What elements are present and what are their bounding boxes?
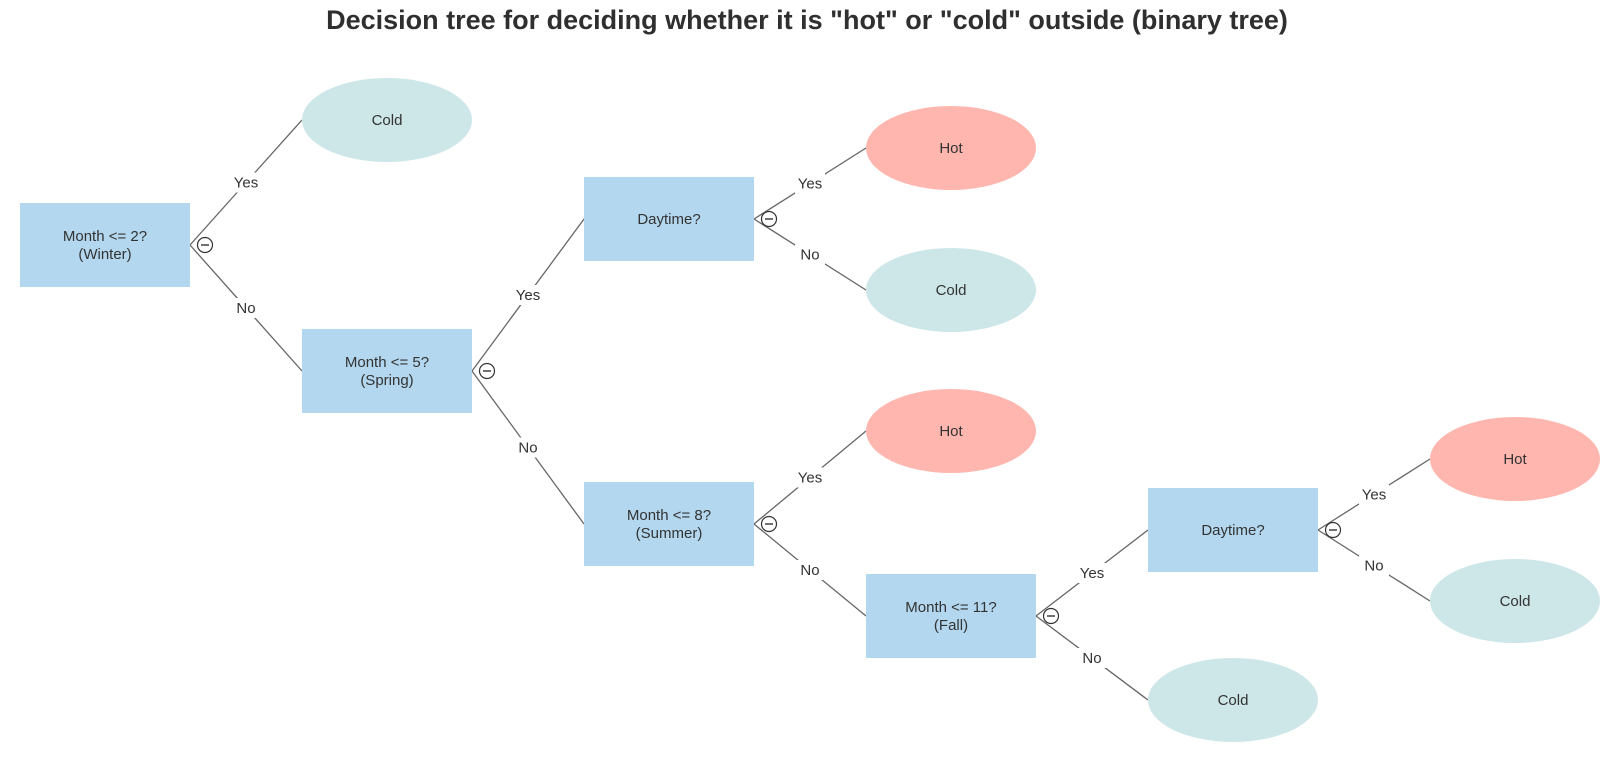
edge-label-no: No (800, 562, 819, 579)
node-label-line: Month <= 11? (905, 599, 996, 616)
decision-node-summer: Month <= 8?(Summer) (584, 482, 754, 566)
decision-box (584, 482, 754, 566)
node-label-line: Cold (1218, 692, 1249, 709)
edge-label-yes: Yes (1362, 487, 1386, 504)
collapse-minus-icon[interactable] (760, 210, 778, 228)
edge-label-no: No (236, 300, 255, 317)
cold-outcome-ellipse (866, 248, 1036, 332)
outcome-node-fall-day-no: Cold (1430, 559, 1600, 643)
node-label-line: Cold (372, 112, 403, 129)
node-label-line: Daytime? (637, 211, 700, 228)
cold-outcome-ellipse (1148, 658, 1318, 742)
edge-label-background (1077, 648, 1107, 668)
outcome-node-winter-yes: Cold (302, 78, 472, 162)
edge-label-no: No (800, 247, 819, 264)
node-label-line: (Spring) (360, 372, 413, 389)
node-label-line: Month <= 5? (345, 354, 429, 371)
edge-label-background (795, 244, 825, 265)
edge-label-background (513, 285, 543, 305)
node-label-line: Cold (1500, 593, 1531, 610)
edge-label-background (231, 172, 261, 193)
node-label-line: Month <= 8? (627, 507, 711, 524)
node-label-line: (Winter) (78, 246, 131, 263)
decision-box (584, 177, 754, 261)
edge-label-yes: Yes (798, 176, 822, 193)
edge-label-background (795, 467, 825, 488)
node-label-line: Month <= 2? (63, 228, 147, 245)
edge-label-yes: Yes (1080, 565, 1104, 582)
edge-label-no: No (1082, 650, 1101, 667)
edge-label-background (231, 298, 261, 318)
edge-label-yes: Yes (234, 175, 258, 192)
decision-node-daytime-spring: Daytime? (584, 177, 754, 261)
collapse-minus-icon[interactable] (478, 362, 496, 380)
node-label-line: (Summer) (636, 525, 703, 542)
diagram-title: Decision tree for deciding whether it is… (326, 5, 1288, 35)
decision-box (20, 203, 190, 287)
collapse-minus-icon[interactable] (1324, 521, 1342, 539)
node-label-line: Hot (1503, 451, 1527, 468)
edge-label-background (513, 437, 543, 458)
collapse-minus-icon[interactable] (196, 236, 214, 254)
node-label-line: Cold (936, 282, 967, 299)
outcome-node-summer-yes: Hot (866, 389, 1036, 473)
collapse-minus-icon[interactable] (1042, 607, 1060, 625)
node-label-line: (Fall) (934, 617, 968, 634)
decision-node-daytime-fall: Daytime? (1148, 488, 1318, 572)
hot-outcome-ellipse (1430, 417, 1600, 501)
cold-outcome-ellipse (302, 78, 472, 162)
decision-node-fall: Month <= 11?(Fall) (866, 574, 1036, 658)
edge-label-background (1077, 563, 1107, 583)
toggles-layer (196, 210, 1342, 625)
node-label-line: Daytime? (1201, 522, 1264, 539)
node-label-line: Hot (939, 140, 963, 157)
edge-label-background (795, 173, 825, 194)
edge-label-no: No (518, 440, 537, 457)
collapse-minus-icon[interactable] (760, 515, 778, 533)
edge-label-no: No (1364, 558, 1383, 575)
decision-node-winter: Month <= 2?(Winter) (20, 203, 190, 287)
edge-label-background (1359, 555, 1389, 576)
decision-box (1148, 488, 1318, 572)
edge-label-yes: Yes (516, 287, 540, 304)
cold-outcome-ellipse (1430, 559, 1600, 643)
hot-outcome-ellipse (866, 389, 1036, 473)
outcome-node-fall-day-yes: Hot (1430, 417, 1600, 501)
hot-outcome-ellipse (866, 106, 1036, 190)
node-label-line: Hot (939, 423, 963, 440)
outcome-node-fall-no: Cold (1148, 658, 1318, 742)
decision-box (302, 329, 472, 413)
edge-label-yes: Yes (798, 470, 822, 487)
outcome-node-spring-day-yes: Hot (866, 106, 1036, 190)
outcome-node-spring-day-no: Cold (866, 248, 1036, 332)
edge-label-background (1359, 484, 1389, 505)
decision-box (866, 574, 1036, 658)
edge-label-background (795, 560, 825, 580)
decision-node-spring: Month <= 5?(Spring) (302, 329, 472, 413)
